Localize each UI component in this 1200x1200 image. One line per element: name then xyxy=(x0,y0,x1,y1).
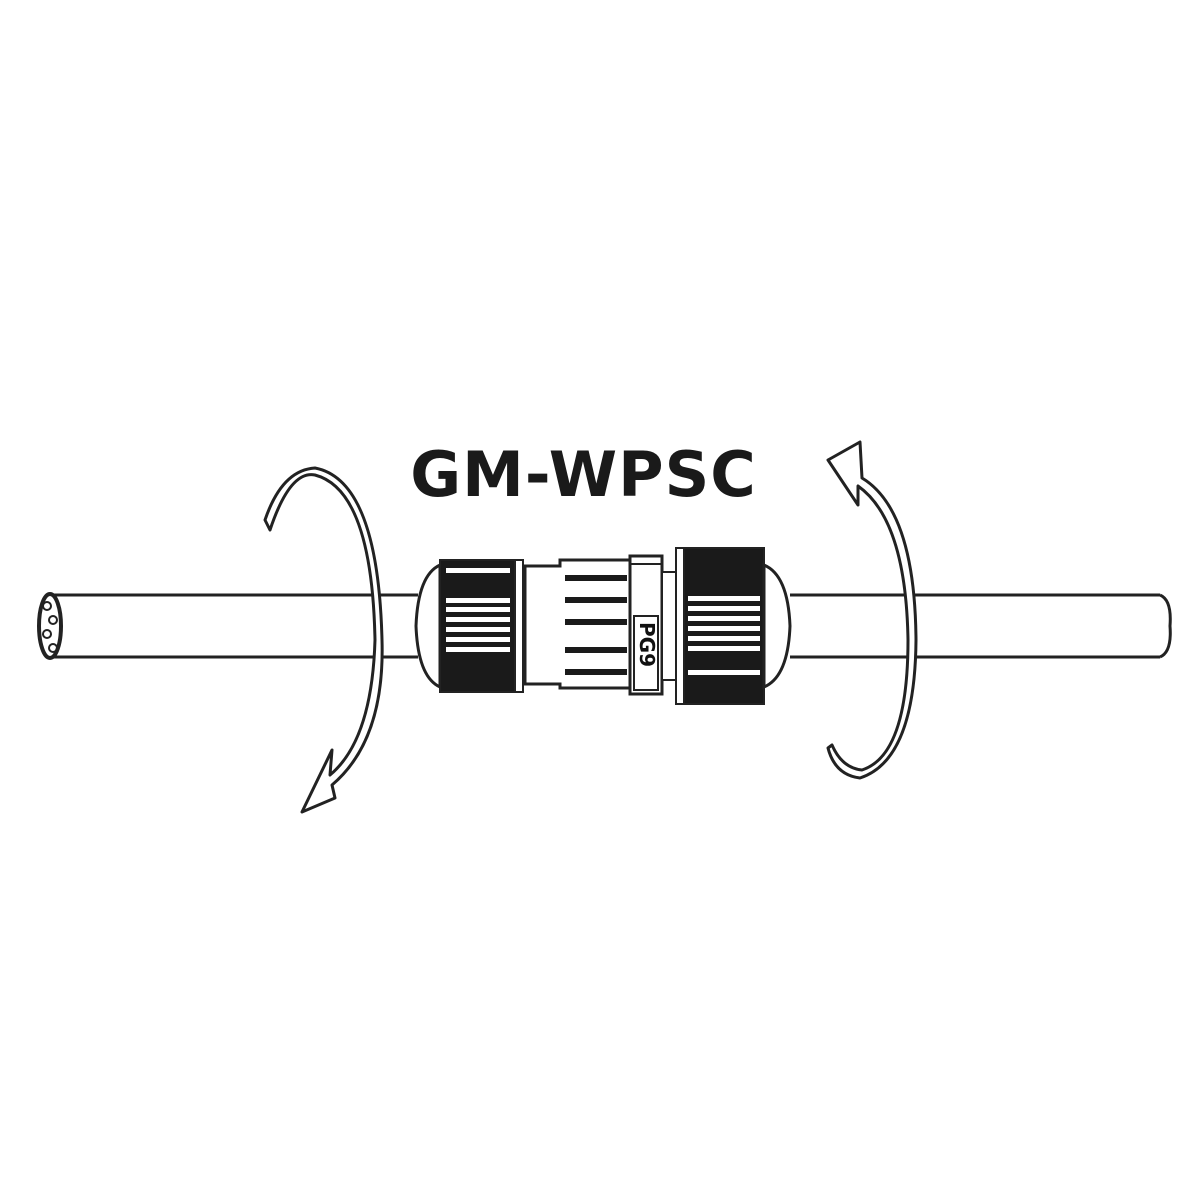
rotate-counterclockwise-arrow-icon xyxy=(826,440,918,780)
cable-cross-section-icon xyxy=(37,592,63,660)
connector-body: PG9 xyxy=(414,547,792,705)
connector-marking: PG9 xyxy=(635,622,659,667)
right-cable xyxy=(790,593,1172,659)
product-title: GM-WPSC xyxy=(410,438,757,511)
right-gland-nut xyxy=(675,547,765,705)
left-gland-nut xyxy=(439,559,524,693)
left-cable xyxy=(37,592,418,660)
rotate-clockwise-arrow-icon xyxy=(263,466,384,814)
connector-center-body: PG9 xyxy=(523,554,677,696)
